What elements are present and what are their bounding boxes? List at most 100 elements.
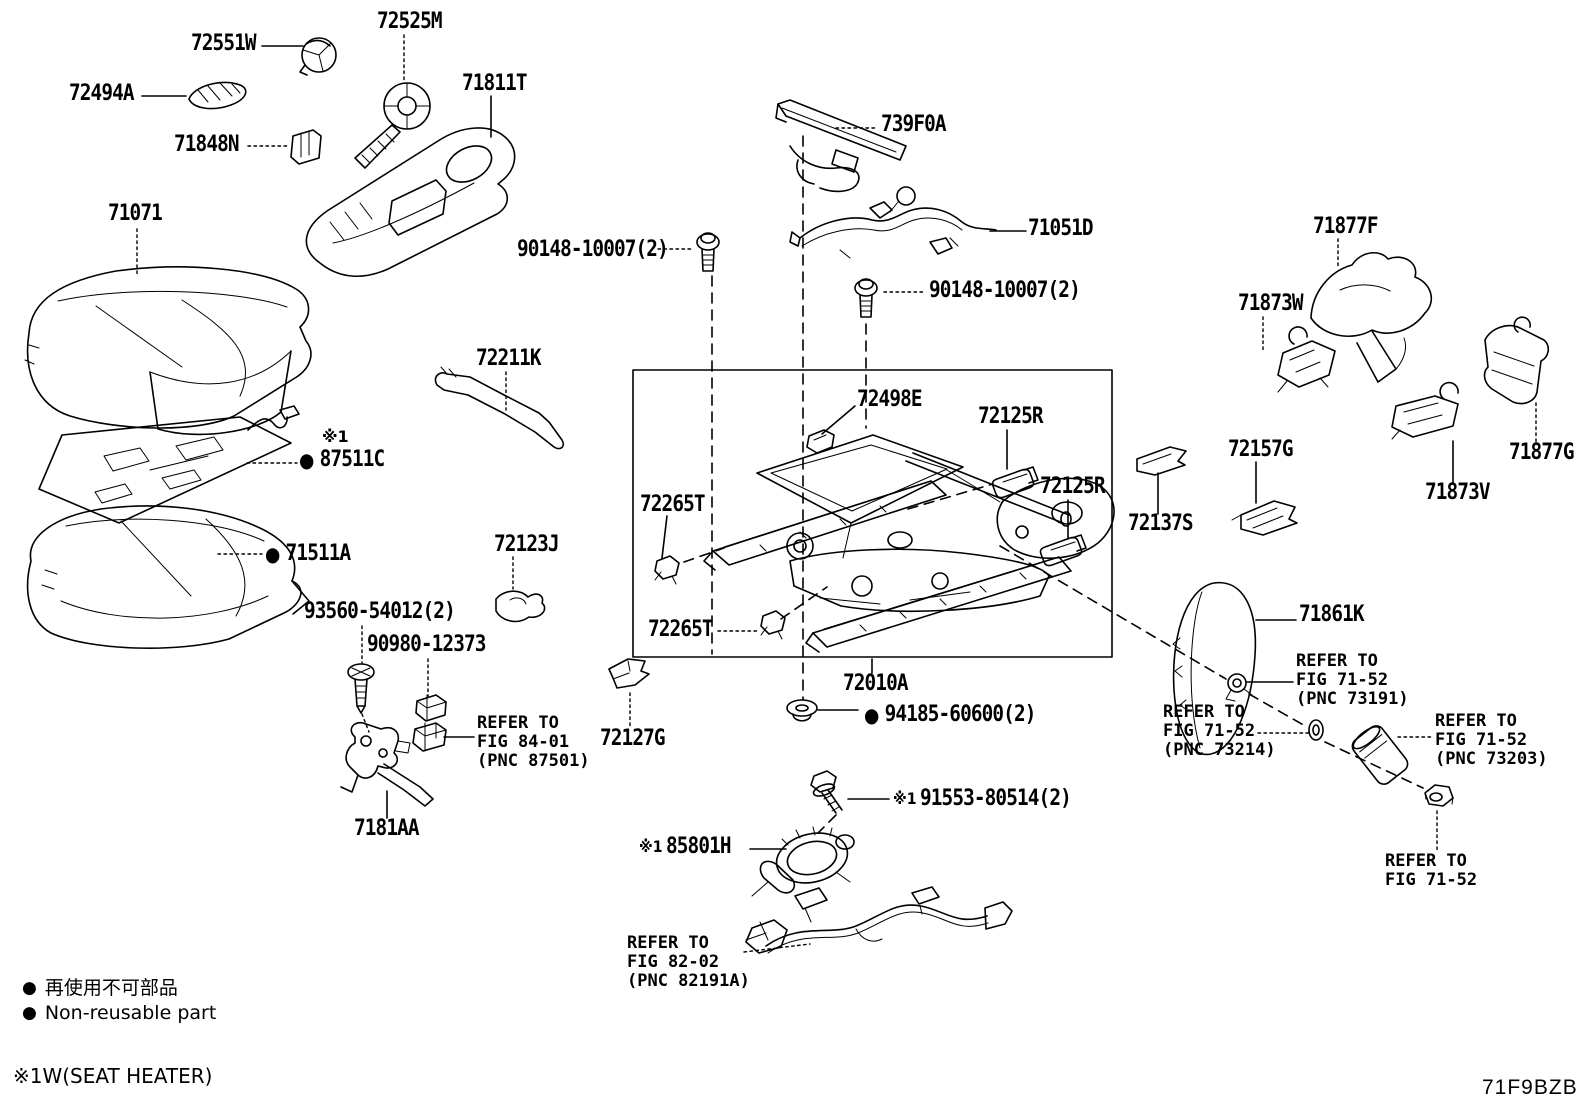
legend-line-en: ● Non-reusable part	[22, 1001, 216, 1026]
drawing-handle-72525M	[354, 82, 431, 169]
drawing-clip-72123J	[495, 590, 546, 623]
part-number: 91553-80514(2)	[920, 786, 1072, 811]
ref-fig-84-01: REFER TO FIG 84-01 (PNC 87501)	[477, 714, 590, 771]
ref-fig-71-52-pnc73191: REFER TO FIG 71-52 (PNC 73191)	[1296, 652, 1409, 709]
ref-line: REFER TO	[1385, 851, 1467, 871]
drawing-wire-assembly-71051D	[789, 186, 997, 259]
ref-fig-71-52-plain: REFER TO FIG 71-52	[1385, 852, 1477, 890]
drawing-side-shield-71811T	[305, 127, 516, 277]
drawing-seat-cushion-cover-71071	[24, 266, 312, 436]
drawing-bracket-7181AA	[340, 721, 434, 807]
note1-marker-87511C: ※1	[322, 427, 349, 446]
part-label-94185-60600: ●94185-60600(2)	[864, 702, 1037, 727]
part-label-72123J: 72123J	[494, 532, 560, 557]
ref-line: REFER TO	[477, 713, 559, 733]
drawing-cap-72125R-first	[991, 466, 1039, 499]
drawing-rod-72211K	[434, 366, 565, 450]
drawing-pad-72494A	[188, 81, 247, 110]
note-seat-heater: ※1W(SEAT HEATER)	[13, 1064, 213, 1088]
drawing-bolt-90148-first	[696, 232, 720, 272]
drawing-cap-72125R-second	[1039, 534, 1087, 567]
part-label-71511A: ●71511A	[265, 541, 352, 566]
drawing-clip-pnc73191	[1225, 673, 1253, 702]
ref-line: FIG 82-02	[627, 952, 720, 972]
part-label-72125R-a: 72125R	[978, 404, 1044, 429]
part-number: 71511A	[285, 541, 352, 566]
drawing-cylinder-pnc73203	[1351, 725, 1409, 785]
ref-line: REFER TO	[1163, 702, 1245, 722]
figure-code: 71F9BZB	[1482, 1076, 1578, 1099]
legend-line-jp: ● 再使用不可部品	[22, 976, 216, 1001]
legend-text-en: Non-reusable part	[44, 1002, 217, 1024]
non-reusable-marker: ●	[864, 703, 880, 727]
drawing-bracket-71848N	[290, 129, 322, 165]
drawing-seat-adjuster-72010A	[703, 434, 1115, 653]
drawing-belt-guide-739F0A	[775, 99, 907, 193]
ref-line: FIG 71-52	[1296, 670, 1389, 690]
part-label-71811T: 71811T	[462, 71, 528, 96]
part-label-72127G: 72127G	[600, 726, 666, 751]
non-reusable-marker: ●	[22, 978, 37, 998]
ref-line: REFER TO	[627, 933, 709, 953]
part-label-72137S: 72137S	[1128, 511, 1194, 536]
drawing-bolt-91553	[810, 770, 843, 814]
drawing-grommet-94185	[786, 699, 818, 722]
ref-line: (PNC 73214)	[1163, 740, 1276, 760]
drawing-harness-fig8202	[745, 886, 1013, 954]
part-label-71848N: 71848N	[174, 132, 240, 157]
ref-fig-71-52-pnc73203: REFER TO FIG 71-52 (PNC 73203)	[1435, 712, 1548, 769]
part-label-71873V: 71873V	[1425, 480, 1491, 505]
part-label-71877F: 71877F	[1313, 214, 1379, 239]
part-label-71071: 71071	[108, 201, 163, 226]
drawing-knob-72551W	[299, 37, 337, 76]
drawing-clip-72498E	[806, 429, 835, 454]
part-label-90148-10007-a: 90148-10007(2)	[517, 237, 669, 262]
drawing-screw-93560	[347, 663, 375, 714]
drawing-clip-72157G	[1231, 500, 1298, 536]
drawing-bolt-90148-second	[854, 278, 878, 318]
seat-adjuster-box	[632, 369, 1113, 658]
leader-lines	[136, 34, 1537, 953]
drawing-clip-72265T-second	[760, 610, 786, 640]
ref-line: FIG 71-52	[1385, 870, 1478, 890]
part-label-7181AA: 7181AA	[354, 816, 420, 841]
note1-marker: ※1	[639, 837, 663, 856]
ref-fig-82-02: REFER TO FIG 82-02 (PNC 82191A)	[627, 934, 750, 991]
ref-line: FIG 71-52	[1163, 721, 1256, 741]
part-number: 94185-60600(2)	[884, 702, 1037, 727]
part-label-93560-54012: 93560-54012(2)	[304, 599, 456, 624]
drawing-damper-90980	[415, 694, 447, 722]
drawing-cushion-assembly-71511A	[26, 505, 310, 649]
part-label-71051D: 71051D	[1028, 216, 1094, 241]
part-label-71877G: 71877G	[1509, 440, 1575, 465]
part-label-72525M: 72525M	[377, 9, 443, 34]
drawing-lifter-85801H	[751, 826, 855, 897]
drawing-clip-72137S	[1136, 446, 1187, 476]
part-label-72494A: 72494A	[69, 81, 135, 106]
part-label-72010A: 72010A	[843, 671, 909, 696]
ref-line: REFER TO	[1296, 651, 1378, 671]
legend-text-jp: 再使用不可部品	[44, 977, 178, 999]
ref-line: REFER TO	[1435, 711, 1517, 731]
drawing-nut-fig7152	[1424, 784, 1454, 807]
drawing-clip-72265T-first	[654, 555, 680, 585]
part-label-72265T-b: 72265T	[648, 617, 714, 642]
part-number: 85801H	[666, 834, 732, 859]
part-label-72211K: 72211K	[476, 346, 542, 371]
ref-line: (PNC 82191A)	[627, 971, 750, 991]
non-reusable-marker: ●	[22, 1003, 37, 1023]
part-label-72125R-b: 72125R	[1040, 474, 1106, 499]
ref-line: FIG 84-01	[477, 732, 570, 752]
part-number: 87511C	[319, 447, 386, 472]
drawing-connector-fig8401	[412, 722, 447, 752]
drawing-bracket-71873V	[1391, 381, 1459, 440]
drawing-cover-71861K	[1172, 581, 1257, 756]
non-reusable-marker: ●	[299, 448, 315, 472]
ref-line: FIG 71-52	[1435, 730, 1528, 750]
part-label-72551W: 72551W	[191, 31, 257, 56]
part-label-72498E: 72498E	[857, 387, 923, 412]
part-label-90148-10007-b: 90148-10007(2)	[929, 278, 1081, 303]
ref-line: (PNC 73203)	[1435, 749, 1548, 769]
